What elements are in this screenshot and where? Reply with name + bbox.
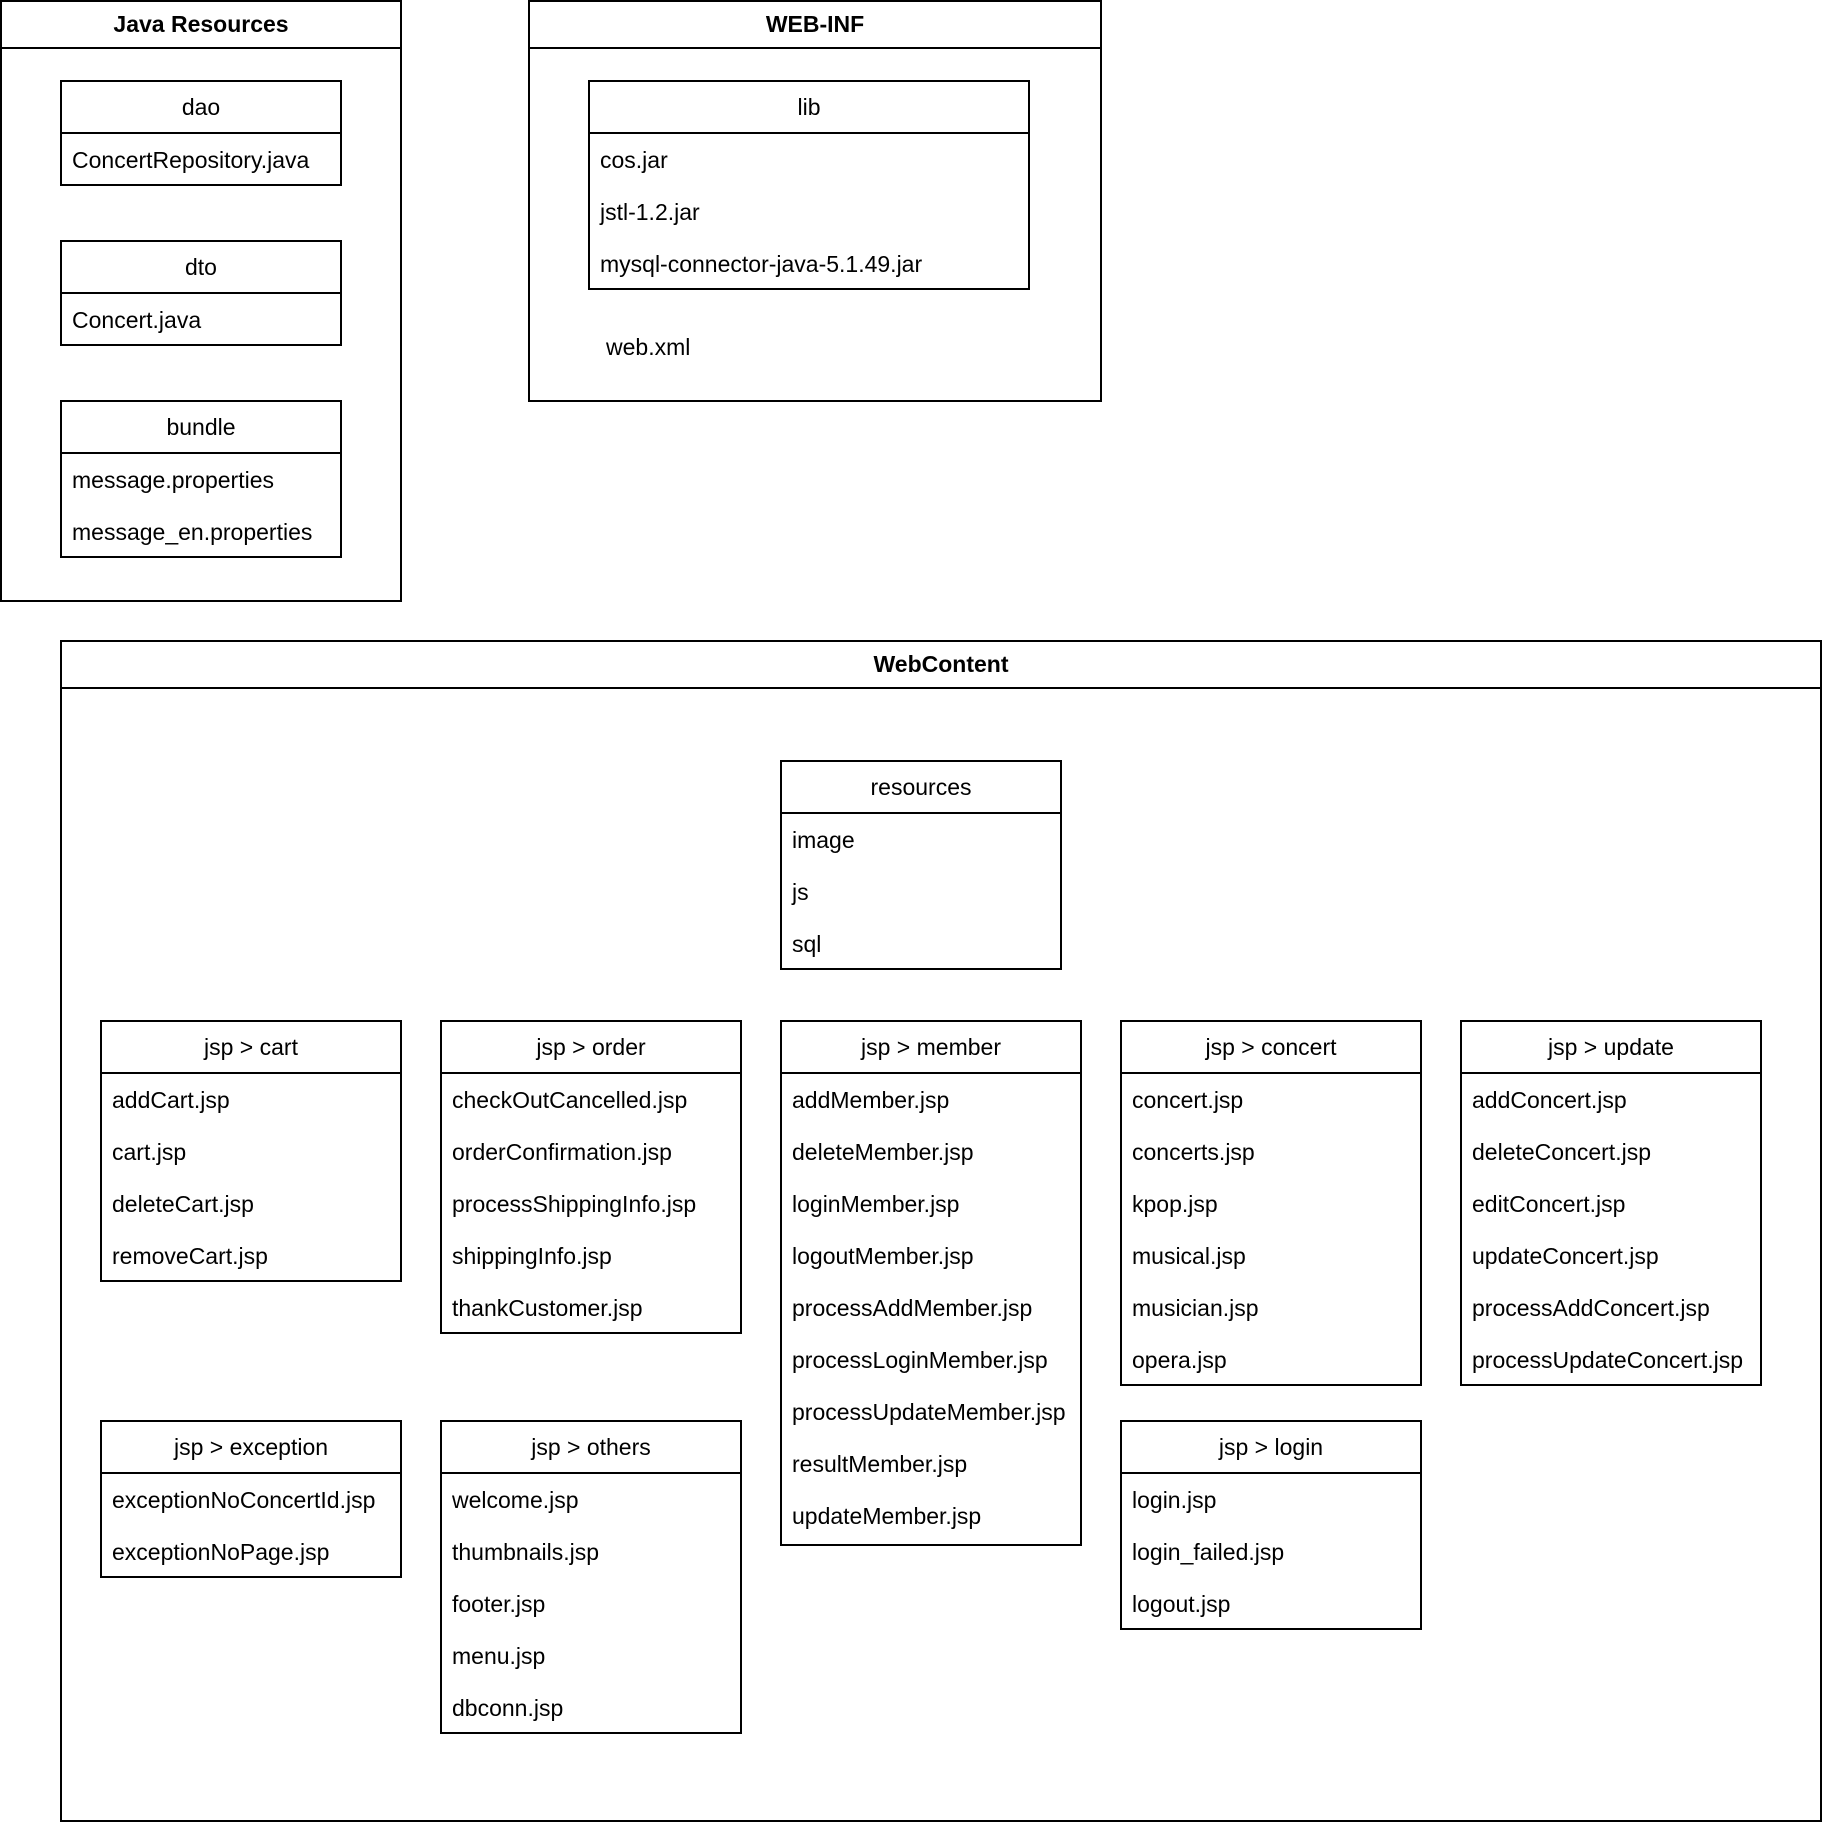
file-item: deleteCart.jsp (112, 1191, 254, 1217)
file-item: addCart.jsp (112, 1087, 230, 1113)
file-item: jstl-1.2.jar (600, 199, 700, 225)
package-items: welcome.jsp thumbnails.jsp footer.jsp menu.… (442, 1474, 740, 1734)
file-item: thumbnails.jsp (452, 1539, 600, 1565)
package-title: jsp > order (442, 1022, 740, 1074)
file-item: dbconn.jsp (452, 1695, 564, 1721)
file-item: musical.jsp (1132, 1243, 1246, 1269)
file-item: processUpdateConcert.jsp (1472, 1347, 1744, 1373)
file-item: editConcert.jsp (1472, 1191, 1626, 1217)
file-item: updateMember.jsp (792, 1503, 982, 1529)
package-lib: lib cos.jar jstl-1.2.jar mysql-connector-j… (588, 80, 1030, 290)
file-item: welcome.jsp (452, 1487, 579, 1513)
file-item: processShippingInfo.jsp (452, 1191, 697, 1217)
package-jsp-concert: jsp > concert concert.jsp concerts.jsp kpo… (1120, 1020, 1422, 1386)
package-jsp-update: jsp > update addConcert.jsp deleteConcert… (1460, 1020, 1762, 1386)
file-item: concert.jsp (1132, 1087, 1244, 1113)
file-item: processAddConcert.jsp (1472, 1295, 1710, 1321)
file-item: ConcertRepository.java (72, 147, 310, 173)
package-items: ConcertRepository.java (62, 134, 340, 186)
file-item: logoutMember.jsp (792, 1243, 974, 1269)
file-item: updateConcert.jsp (1472, 1243, 1659, 1269)
web-content-title: WebContent (62, 642, 1820, 689)
package-title: resources (782, 762, 1060, 814)
package-items: login.jsp login_failed.jsp logout.jsp (1122, 1474, 1420, 1630)
file-item: concerts.jsp (1132, 1139, 1255, 1165)
file-item: removeCart.jsp (112, 1243, 268, 1269)
file-item: loginMember.jsp (792, 1191, 960, 1217)
file-item: kpop.jsp (1132, 1191, 1218, 1217)
file-item: shippingInfo.jsp (452, 1243, 612, 1269)
package-items: cos.jar jstl-1.2.jar mysql-connector-java-… (590, 134, 1028, 290)
file-item: musician.jsp (1132, 1295, 1259, 1321)
package-items: addCart.jsp cart.jsp deleteCart.jsp removeC… (102, 1074, 400, 1282)
package-bundle: bundle message.properties message_en.prop… (60, 400, 342, 558)
file-item: processLoginMember.jsp (792, 1347, 1048, 1373)
file-item: addConcert.jsp (1472, 1087, 1627, 1113)
package-jsp-cart: jsp > cart addCart.jsp cart.jsp deleteCart… (100, 1020, 402, 1282)
file-item: image (792, 827, 855, 853)
file-item: mysql-connector-java-5.1.49.jar (600, 251, 923, 277)
package-dao: dao ConcertRepository.java (60, 80, 342, 186)
file-item: addMember.jsp (792, 1087, 950, 1113)
package-title: jsp > exception (102, 1422, 400, 1474)
package-items: concert.jsp concerts.jsp kpop.jsp musical.j… (1122, 1074, 1420, 1386)
file-item: menu.jsp (452, 1643, 546, 1669)
file-item: processAddMember.jsp (792, 1295, 1033, 1321)
package-title: dto (62, 242, 340, 294)
package-jsp-member: jsp > member addMember.jsp deleteMember.j… (780, 1020, 1082, 1546)
file-item: message.properties (72, 467, 274, 493)
file-item: logout.jsp (1132, 1591, 1231, 1617)
file-item: footer.jsp (452, 1591, 546, 1617)
file-item: login_failed.jsp (1132, 1539, 1285, 1565)
package-title: jsp > member (782, 1022, 1080, 1074)
file-item: deleteMember.jsp (792, 1139, 974, 1165)
package-dto: dto Concert.java (60, 240, 342, 346)
package-title: bundle (62, 402, 340, 454)
package-items: Concert.java (62, 294, 340, 346)
file-item: resultMember.jsp (792, 1451, 968, 1477)
file-item: checkOutCancelled.jsp (452, 1087, 688, 1113)
package-resources: resources image js sql (780, 760, 1062, 970)
file-item: deleteConcert.jsp (1472, 1139, 1651, 1165)
package-title: jsp > update (1462, 1022, 1760, 1074)
file-item: sql (792, 931, 822, 957)
file-item: orderConfirmation.jsp (452, 1139, 672, 1165)
package-items: checkOutCancelled.jsp orderConfirmation.j… (442, 1074, 740, 1334)
package-title: jsp > login (1122, 1422, 1420, 1474)
package-title: dao (62, 82, 340, 134)
java-resources-title: Java Resources (2, 2, 400, 49)
web-inf-title: WEB-INF (530, 2, 1100, 49)
file-item: cart.jsp (112, 1139, 187, 1165)
package-items: message.properties message_en.properties (62, 454, 340, 558)
file-item: cos.jar (600, 147, 668, 173)
package-jsp-exception: jsp > exception exceptionNoConcertId.jsp… (100, 1420, 402, 1578)
package-items: exceptionNoConcertId.jsp exceptionNoPage.… (102, 1474, 400, 1578)
file-item: js (792, 879, 809, 905)
file-item: opera.jsp (1132, 1347, 1227, 1373)
file-item: processUpdateMember.jsp (792, 1399, 1066, 1425)
file-item: login.jsp (1132, 1487, 1217, 1513)
file-item: Concert.java (72, 307, 202, 333)
file-item: thankCustomer.jsp (452, 1295, 643, 1321)
file-item: exceptionNoConcertId.jsp (112, 1487, 376, 1513)
package-jsp-order: jsp > order checkOutCancelled.jsp orderCo… (440, 1020, 742, 1334)
package-jsp-others: jsp > others welcome.jsp thumbnails.jsp fo… (440, 1420, 742, 1734)
package-title: lib (590, 82, 1028, 134)
package-title: jsp > cart (102, 1022, 400, 1074)
file-item: exceptionNoPage.jsp (112, 1539, 330, 1565)
package-items: addConcert.jsp deleteConcert.jsp editConce… (1462, 1074, 1760, 1386)
web-xml-file: web.xml (606, 334, 691, 360)
package-items: image js sql (782, 814, 1060, 970)
package-items: addMember.jsp deleteMember.jsp loginMember… (782, 1074, 1080, 1542)
package-title: jsp > concert (1122, 1022, 1420, 1074)
package-title: jsp > others (442, 1422, 740, 1474)
file-item: message_en.properties (72, 519, 313, 545)
